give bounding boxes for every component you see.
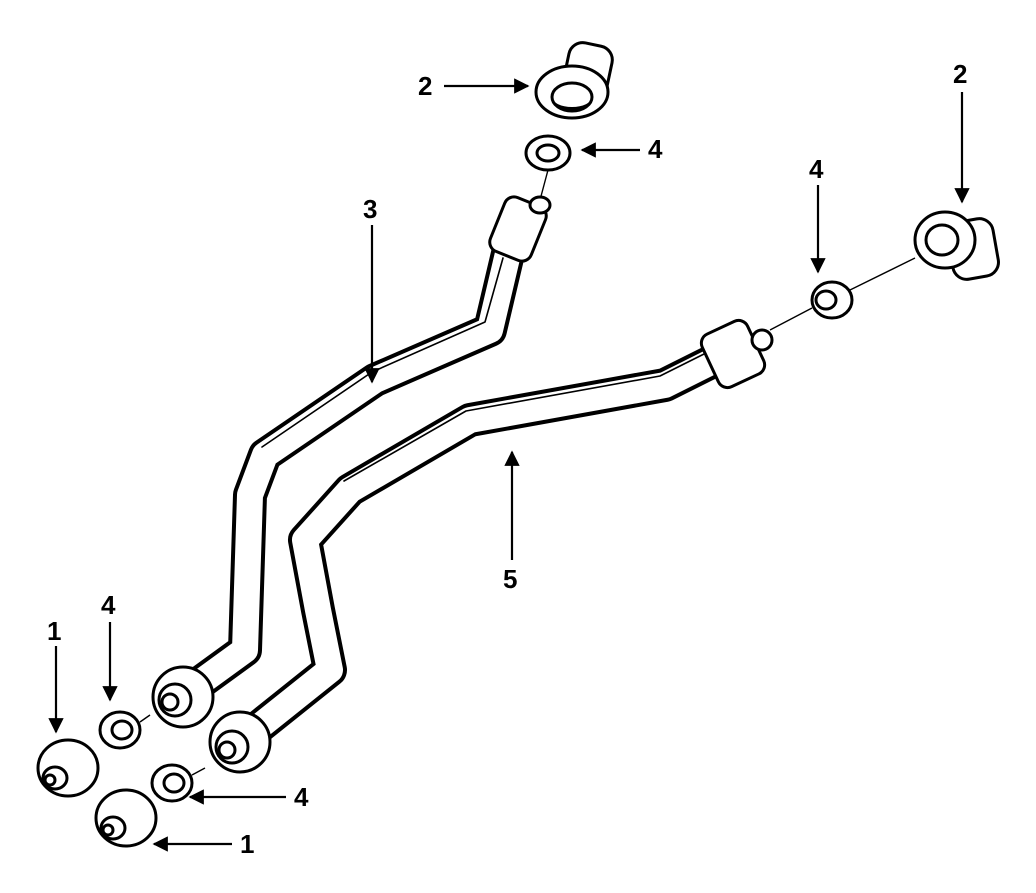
- seal-ring-right: [810, 280, 854, 320]
- callout-seal-top: 4: [648, 134, 663, 164]
- callout-elbow-right: 2: [953, 59, 967, 89]
- seal-ring-top: [524, 134, 572, 172]
- callout-cap-left-upper: 1: [47, 616, 61, 646]
- callout-seal-right: 4: [809, 154, 824, 184]
- callout-seal-left-upper: 4: [101, 590, 116, 620]
- tube-5: [238, 338, 742, 747]
- tube-3-bottom-nut: [151, 665, 215, 729]
- seal-ring-left-lower: [150, 763, 194, 803]
- callout-tube-lower: 5: [503, 564, 517, 594]
- callout-cap-left-lower: 1: [240, 829, 254, 859]
- end-cap-left-lower: [94, 788, 158, 848]
- seal-ring-left-upper: [98, 710, 142, 750]
- callout-seal-left-lower: 4: [294, 782, 309, 812]
- callout-tube-upper: 3: [363, 194, 377, 224]
- tube-3-top-nut: [488, 195, 552, 263]
- tube-5-right-nut: [699, 318, 774, 390]
- tube-3: [173, 228, 527, 707]
- elbow-fitting-top: [534, 41, 614, 120]
- tube-5-bottom-nut: [208, 710, 272, 774]
- callout-elbow-top: 2: [418, 71, 432, 101]
- elbow-fitting-right: [913, 210, 1000, 281]
- end-cap-left-upper: [36, 738, 100, 798]
